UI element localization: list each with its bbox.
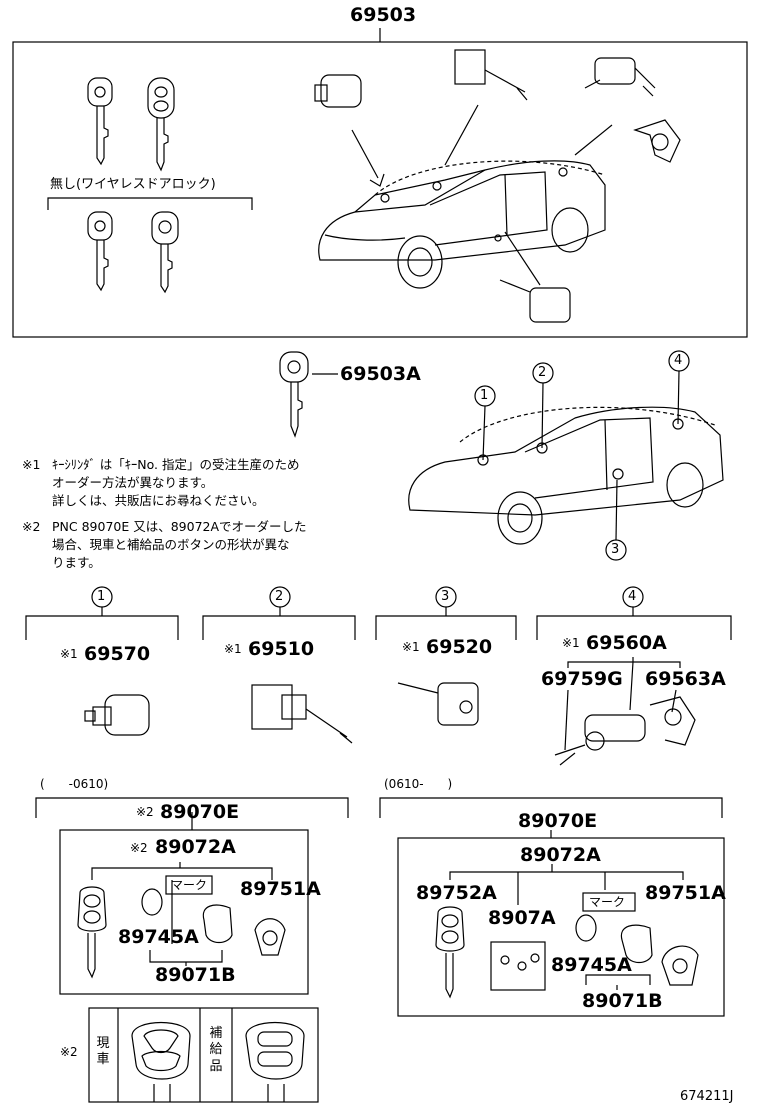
cover-sketch [254,918,286,956]
compare-box [88,1007,319,1103]
right-89751A[interactable]: 89751A [645,882,726,904]
callout-3: 3 [611,542,620,557]
supply-part-label: 補給品 [209,1026,223,1074]
button-pad-sketch [202,904,233,944]
left-89745A[interactable]: 89745A [118,926,199,948]
car-top [318,160,606,289]
callout-2: 2 [538,365,547,380]
battery-sketch [575,914,597,942]
group4-part[interactable]: 69560A [586,632,667,654]
current-car-label: 現車 [96,1036,110,1068]
arrow [574,124,613,156]
right-inner-box [397,837,725,1017]
group3-number: 3 [441,589,450,604]
right-range-bracket [379,797,723,818]
current-key-head [131,1021,191,1102]
right-part[interactable]: 89070E [518,810,598,832]
note2-line1: PNC 89070E 又は、89072Aでオーダーした [52,519,307,534]
group4-number: 4 [628,589,637,604]
left-range-label: ( -0610) [40,777,109,791]
key-icon [147,77,175,172]
no-wireless-bracket [47,197,253,210]
key-part-number[interactable]: 69503A [340,363,421,385]
left-89751A[interactable]: 89751A [240,878,321,900]
group2-number: 2 [275,589,284,604]
trunk-cylinder-sketch [584,57,656,97]
mark-box [165,875,213,895]
arrow [504,231,541,286]
cylinder-69520-sketch [397,682,479,726]
remote-key-sketch [435,906,465,999]
cylinder-69570-sketch [84,694,150,736]
remote-key-sketch [77,886,107,979]
button-pad-sketch [620,924,653,964]
note1-line3: 詳しくは、共販店にお尋ねください。 [52,493,265,508]
key-cylinder-sketch [314,74,362,108]
group3-mark: ※1 [402,640,420,654]
lock-69510-sketch [251,684,353,744]
screw-box [490,941,546,991]
figure-id: 674211J [680,1089,734,1104]
group1-number: 1 [97,589,106,604]
key-icon [151,211,179,294]
supply-key-head [245,1021,305,1102]
group2-bracket [202,615,356,640]
battery-sketch [141,888,163,916]
left-mark-label: マーク [171,878,208,892]
mark-box [582,892,636,912]
group4-mark: ※1 [562,636,580,650]
group1-part[interactable]: 69570 [84,643,151,665]
key-icon [279,351,309,438]
note1-mark: ※1 [22,457,41,472]
group4-bracket [536,615,732,640]
callout-4: 4 [674,353,683,368]
group1-mark: ※1 [60,647,78,661]
right-89752A[interactable]: 89752A [416,882,497,904]
arrow [444,104,479,166]
lock-assembly-sketch [454,49,528,101]
right-89071B[interactable]: 89071B [582,990,663,1012]
group2-mark: ※1 [224,642,242,656]
cylinder-69560A-sketch [554,696,696,766]
left-inner-box [59,829,309,995]
group4-sub-right[interactable]: 69563A [645,668,726,690]
key-icon [87,211,113,292]
note2-mark: ※2 [22,519,41,534]
note2-line2: 場合、現車と補給品のボタンの形状が異な [52,537,290,552]
group2-part[interactable]: 69510 [248,638,315,660]
no-wireless-label: 無し(ワイヤレスドアロック) [50,177,216,192]
note1-line2: オーダー方法が異なります。 [52,475,214,490]
bracket-sketch [633,119,681,163]
group4-sub-left[interactable]: 69759G [541,668,623,690]
left-sub-part[interactable]: 89072A [155,836,236,858]
cover-sketch [661,945,699,986]
left-part[interactable]: 89070E [160,801,240,823]
right-mark-label: マーク [589,895,626,909]
key-icon [87,77,113,166]
right-range-label: (0610- ) [384,777,453,791]
left-range-bracket [35,797,349,818]
right-89745A[interactable]: 89745A [551,954,632,976]
left-89071B[interactable]: 89071B [155,964,236,986]
callout-1: 1 [480,388,489,403]
group3-part[interactable]: 69520 [426,636,493,658]
top-part-number[interactable]: 69503 [350,4,417,26]
door-cylinder-sketch [499,279,571,323]
note1-line1: ｷｰｼﾘﾝﾀﾞ は「ｷｰNo. 指定」の受注生産のため [52,457,300,472]
car-middle [408,406,724,545]
left-sub-mark: ※2 [130,841,148,855]
group1-bracket [25,615,179,640]
right-8907A[interactable]: 8907A [488,907,556,929]
callout-circles [474,350,690,561]
note2-line3: ります。 [52,555,101,570]
compare-mark: ※2 [60,1045,78,1059]
right-sub-part[interactable]: 89072A [520,844,601,866]
arrow [351,129,379,179]
left-mark: ※2 [136,805,154,819]
